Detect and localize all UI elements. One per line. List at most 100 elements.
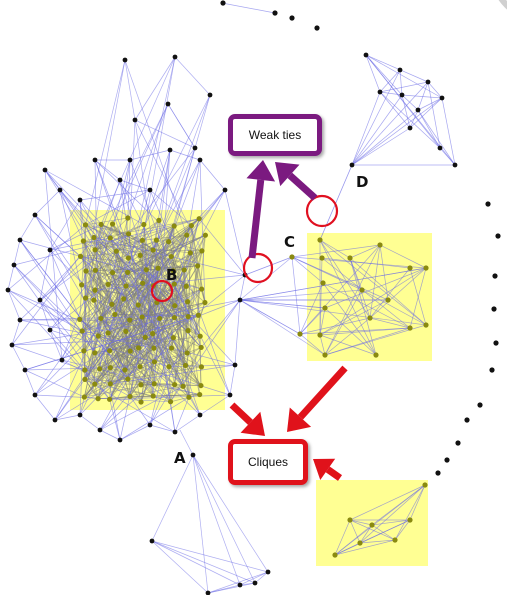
network-node bbox=[197, 412, 203, 418]
network-node bbox=[452, 162, 458, 168]
clique-node bbox=[139, 237, 146, 243]
node-label-d: D bbox=[356, 173, 369, 191]
network-node bbox=[272, 10, 278, 16]
network-edge bbox=[124, 59, 136, 121]
network-edge bbox=[34, 214, 126, 371]
network-edge bbox=[149, 330, 189, 426]
network-edge bbox=[151, 540, 256, 584]
network-edge bbox=[324, 307, 377, 356]
network-node bbox=[165, 101, 171, 107]
clique-node bbox=[150, 393, 156, 399]
cliques-arrow-1-shaft bbox=[229, 402, 253, 425]
clique-node bbox=[185, 313, 191, 320]
network-edge bbox=[319, 267, 427, 336]
weak-ties-arrow-2-shaft bbox=[287, 172, 318, 201]
weak-ties-callout: Weak ties bbox=[228, 114, 322, 156]
network-edge bbox=[324, 267, 427, 309]
network-edge bbox=[221, 2, 276, 14]
network-edge bbox=[199, 159, 206, 303]
cliques-arrow-3-head bbox=[313, 458, 336, 480]
network-edge bbox=[151, 540, 209, 594]
network-edge bbox=[179, 429, 194, 456]
clique-node bbox=[198, 344, 204, 351]
network-edge bbox=[79, 414, 101, 431]
network-edge bbox=[116, 220, 160, 252]
network-edge bbox=[109, 385, 184, 400]
clique-node bbox=[127, 348, 133, 354]
network-edge bbox=[81, 330, 99, 399]
clique-node bbox=[185, 328, 191, 334]
network-node bbox=[59, 357, 65, 363]
network-node bbox=[77, 412, 83, 418]
clique-node bbox=[347, 255, 353, 261]
clique-node bbox=[92, 247, 98, 253]
network-edge bbox=[11, 316, 189, 346]
clique-node bbox=[187, 250, 193, 256]
clique-node bbox=[95, 333, 101, 339]
network-edge bbox=[85, 189, 151, 226]
network-edge bbox=[409, 484, 426, 521]
network-edge bbox=[94, 218, 200, 251]
network-node bbox=[425, 79, 431, 85]
network-node bbox=[435, 470, 441, 476]
network-edge bbox=[409, 97, 443, 129]
clique-node bbox=[98, 315, 104, 322]
network-edge bbox=[54, 257, 129, 421]
clique-node bbox=[165, 239, 172, 245]
network-edge bbox=[170, 396, 190, 403]
network-edge bbox=[409, 267, 427, 326]
network-edge bbox=[239, 274, 246, 301]
clique-node bbox=[407, 265, 413, 271]
network-edge bbox=[244, 256, 293, 276]
network-edge bbox=[134, 119, 154, 251]
network-node bbox=[97, 427, 103, 433]
network-node bbox=[495, 233, 501, 239]
network-edge bbox=[49, 224, 102, 251]
clique-node bbox=[202, 299, 208, 306]
clique-node bbox=[157, 315, 163, 322]
network-edge bbox=[142, 218, 200, 284]
network-edge bbox=[128, 94, 211, 259]
network-edge bbox=[351, 94, 403, 166]
network-edge bbox=[174, 397, 190, 433]
clique-node bbox=[137, 252, 143, 258]
network-edge bbox=[174, 283, 231, 396]
network-edge bbox=[34, 220, 160, 396]
clique-node bbox=[122, 367, 128, 373]
network-edge bbox=[185, 286, 189, 331]
network-edge bbox=[299, 244, 381, 335]
network-edge bbox=[369, 317, 411, 329]
network-edge bbox=[192, 454, 269, 573]
clique-node bbox=[347, 517, 353, 523]
network-edge bbox=[39, 249, 51, 301]
network-edge bbox=[299, 317, 371, 335]
network-edge bbox=[85, 270, 139, 306]
network-edge bbox=[44, 169, 129, 259]
network-node bbox=[363, 52, 369, 58]
network-edge bbox=[81, 179, 121, 285]
clique-node bbox=[109, 301, 115, 307]
network-node bbox=[57, 187, 63, 193]
network-edge bbox=[100, 318, 201, 416]
clique-node bbox=[170, 268, 176, 274]
network-edge bbox=[199, 394, 231, 416]
network-edge bbox=[80, 256, 130, 321]
network-edge bbox=[401, 94, 411, 129]
network-edge bbox=[34, 394, 56, 421]
network-node bbox=[32, 392, 38, 398]
network-edge bbox=[134, 56, 176, 121]
clique-node bbox=[359, 287, 365, 293]
network-edge bbox=[319, 239, 371, 319]
network-node bbox=[207, 92, 213, 98]
network-edge bbox=[174, 56, 211, 96]
network-node bbox=[477, 402, 483, 408]
clique-node bbox=[322, 305, 328, 311]
network-edge bbox=[239, 299, 326, 309]
clique-node bbox=[198, 364, 205, 370]
network-node bbox=[205, 590, 211, 595]
weak-ties-arrow-2-head bbox=[275, 162, 300, 187]
network-edge bbox=[379, 81, 429, 93]
network-edge bbox=[183, 269, 231, 396]
network-node bbox=[415, 107, 421, 113]
network-edge bbox=[239, 299, 326, 356]
